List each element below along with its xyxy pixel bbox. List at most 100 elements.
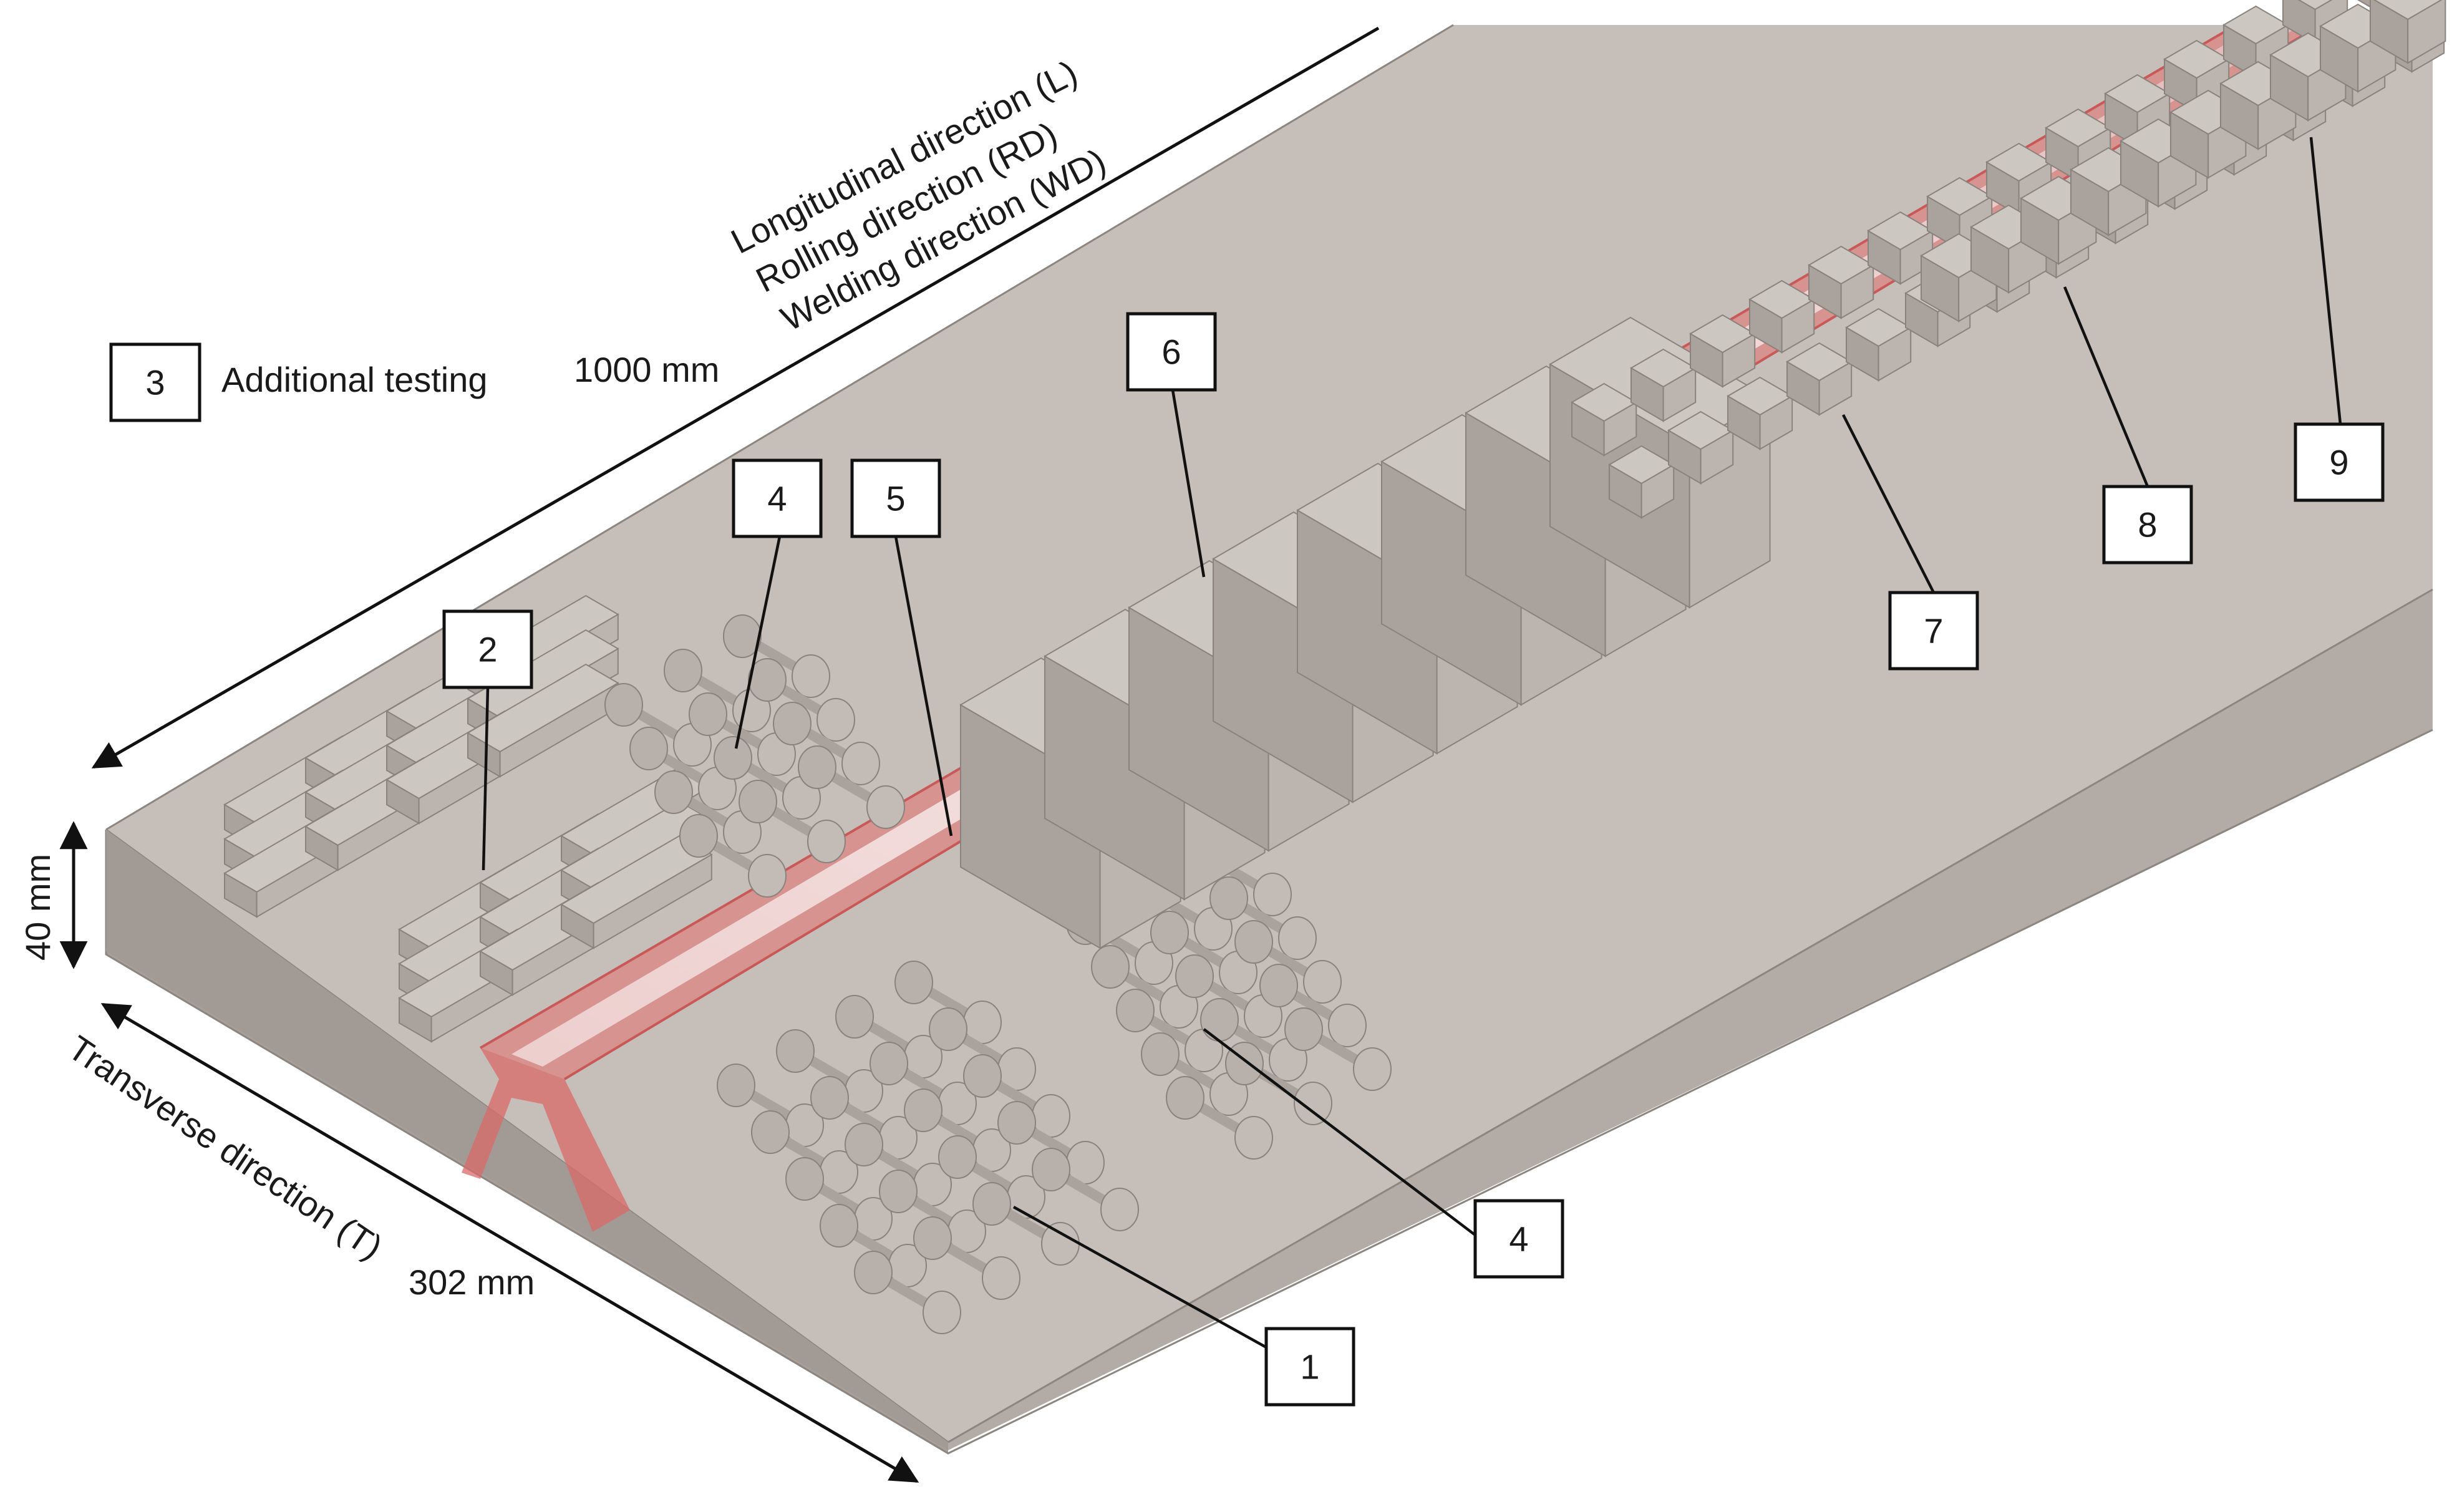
group4b-spec-2-1 [1175,954,1282,1038]
dimension-lines [59,26,1380,1483]
group4a-spec-2-2 [773,702,880,785]
legend-text: Additional testing [221,360,488,399]
group4b-spec-3-2-head-b [1328,1004,1367,1047]
length-dimension-arrow [91,26,1380,769]
group1-spec-1-3-head-a [929,1007,967,1051]
group1-spec-2-3 [963,1054,1070,1138]
group1-spec-1-0-head-a [751,1110,790,1154]
group4b-spec-3-0-head-a [1141,1032,1180,1076]
group1-spec-0-3 [894,961,1002,1044]
group4b-spec-4-0-head-b [1234,1116,1273,1160]
callout-5-box [850,458,941,538]
specimen-groups [223,0,2446,1334]
group4b-spec-1-0-head-a [1091,945,1130,989]
group1-spec-4-2-head-b [1041,1222,1080,1266]
group4b-spec-2-2-head-b [1303,960,1342,1004]
group4a-spec-1-2 [748,658,855,742]
group4a-spec-1-0 [629,727,737,810]
group7-cube-1 [1630,348,1697,422]
group4b-spec-0-2-head-b [1253,873,1292,916]
plate-long-edge [947,588,2433,1443]
group1-spec-0-0-head-a [717,1064,755,1107]
group1-spec-0-2-head-a [835,995,874,1039]
group4a-spec-3-1-head-a [739,780,777,823]
group4b-spec-4-2 [1284,1007,1392,1091]
group4a-spec-0-0-head-a [604,683,643,727]
group4b-spec-1-2-head-b [1278,916,1317,960]
callout-4a-leader [734,536,782,749]
callout-4b-box [1473,1199,1564,1279]
group1-spec-4-1-head-b [982,1256,1020,1300]
group4a-spec-0-2-head-b [792,654,830,698]
callouts: 1 2 4 4 5 6 7 8 9 [442,137,2385,1407]
group2-bar-2-3-top [467,663,619,753]
group4a-spec-3-2-head-a [798,745,836,789]
group4a-spec-3-1 [739,780,846,863]
group4a-spec-1-2-head-b [817,698,855,742]
group4b-spec-1-1 [1150,911,1257,994]
group4a-spec-0-2 [723,614,830,698]
plate-edges [105,24,1454,831]
legend-box [109,342,201,422]
callout-8-box [2102,485,2193,565]
group7-cube-2 [1689,314,1757,388]
callout-8-leader [2063,286,2149,487]
group4b-spec-2-0-head-a [1116,989,1155,1032]
group7-cube-0 [1571,382,1638,457]
group4a-spec-3-1-head-b [807,820,846,863]
group2-bar-2-3 [467,663,619,778]
group1-spec-0-1-head-a [776,1029,815,1073]
callout-8-number: 8 [2138,505,2157,545]
group4a-spec-3-2-head-b [866,785,905,829]
group8-cube-2 [1727,376,1794,450]
group4a-spec-1-2-head-a [748,658,787,702]
callout-7-number: 7 [1924,611,1943,651]
group4a-spec-3-0 [679,814,787,898]
group1-spec-4-3 [1032,1148,1139,1231]
group4a-spec-0-2-head-a [723,614,762,658]
group2-bar-1-3-top [467,629,619,719]
group4b-spec-3-0 [1141,1032,1248,1116]
group1-spec-0-3-head-a [894,961,933,1004]
dimension-labels: 1000 mm 302 mm 40 mm [18,350,719,1302]
group4a-spec-3-2 [798,745,905,829]
group4b-spec-2-2-head-a [1234,920,1273,964]
group1-spec-3-3-head-a [997,1101,1036,1145]
group1-spec-4-0-head-b [923,1291,961,1334]
group4b-spec-2-1-head-a [1175,954,1214,998]
group1-spec-2-1-head-a [845,1123,883,1166]
group4b-spec-1-1-head-a [1150,911,1189,954]
group9-cube-2 [2020,175,2098,265]
group1-spec-3-2-head-a [938,1135,977,1179]
group8-cube-3 [1786,342,1853,416]
group4b-spec-4-1-head-b [1294,1082,1332,1125]
callout-1-box [1264,1327,1355,1407]
group4a-spec-1-1-head-a [689,692,727,736]
group7-cube-12-top [2297,0,2333,11]
plate-side-face [948,589,2433,1450]
callout-9-box [2294,422,2385,502]
group1-spec-2-3-head-a [963,1054,1002,1098]
length-label: 1000 mm [574,350,719,389]
group4a-spec-2-1-head-a [714,736,752,780]
group4b-spec-3-2 [1259,964,1367,1047]
group1-spec-4-2-head-a [972,1182,1011,1226]
callout-9-leader [2309,137,2342,425]
callout-1-number: 1 [1300,1347,1319,1387]
group4a-spec-2-2-head-b [841,742,880,785]
callout-5-number: 5 [886,479,905,518]
group1-spec-1-1-head-a [810,1076,849,1120]
group7-cube-10 [2163,39,2231,114]
group8-cube-0 [1608,445,1675,519]
callout-6-box [1126,312,1217,392]
group4a-spec-2-0 [654,770,762,854]
callout-2-leader [482,687,490,871]
callout-4b-leader [1203,1028,1476,1236]
callout-7-box [1888,591,1979,671]
group1-spec-4-3-head-b [1100,1188,1139,1231]
width-dimension-arrow [100,1002,919,1483]
callout-6-number: 6 [1161,332,1181,372]
group2b-bar-2-2-top [560,835,713,924]
group1-spec-3-3 [997,1101,1105,1185]
group1-spec-2-2-head-a [904,1088,943,1132]
